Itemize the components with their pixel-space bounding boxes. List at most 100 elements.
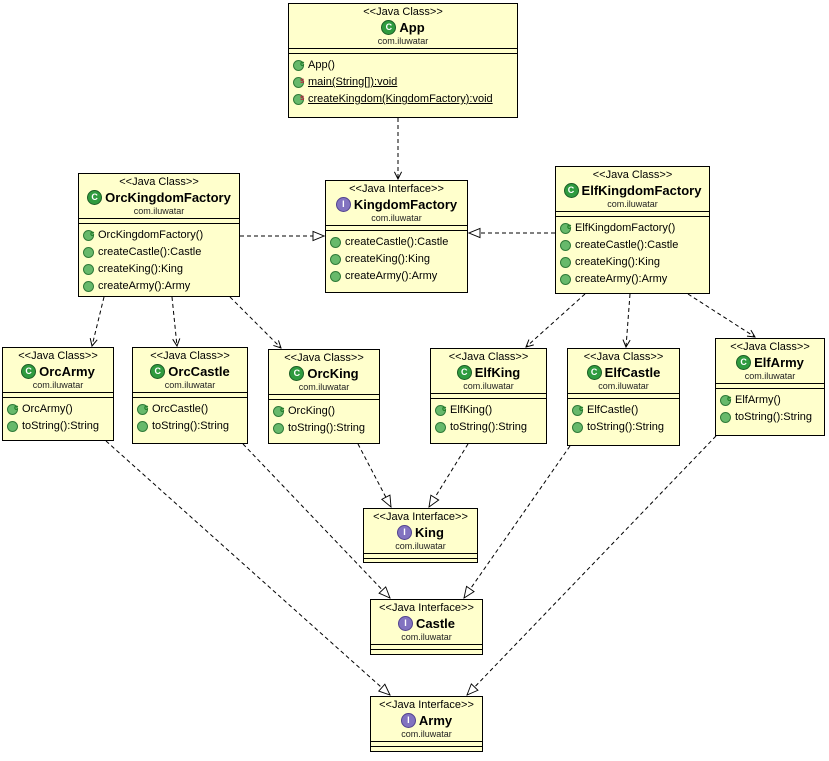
method-icon: c [435, 404, 446, 416]
stereotype: <<Java Interface>> [349, 183, 444, 195]
class-name: OrcArmy [39, 364, 95, 379]
fields-compartment [133, 392, 247, 397]
edge-dependency-OrcKingdomFactory-OrcArmy [92, 296, 105, 346]
method-icon [83, 281, 94, 292]
stereotype: <<Java Interface>> [373, 511, 468, 523]
method-icon: c [83, 229, 94, 241]
fields-compartment [431, 393, 546, 398]
stereotype: <<Java Class>> [448, 351, 529, 363]
interface-name: KingdomFactory [353, 197, 458, 212]
fields-compartment [371, 741, 482, 746]
stereotype: <<Java Class>> [150, 350, 230, 362]
method-icon [435, 422, 446, 433]
methods-compartment [364, 558, 477, 562]
interface-name: Castle [415, 616, 456, 631]
stereotype: <<Java Class>> [592, 169, 673, 181]
method-icon: c [572, 404, 583, 416]
package-name: com.iluwatar [133, 206, 185, 216]
methods-compartment: createCastle():Castle createKing():King … [326, 230, 467, 292]
method: toString():String [273, 420, 375, 437]
method: createKing():King [330, 251, 463, 268]
package-name: com.iluwatar [377, 36, 429, 46]
edge-dependency-ElfKingdomFactory-ElfCastle [626, 293, 630, 347]
method-icon [720, 412, 731, 423]
method-icon [330, 254, 341, 265]
package-name: com.iluwatar [32, 380, 84, 390]
method: createCastle():Castle [560, 237, 705, 254]
method: createCastle():Castle [330, 234, 463, 251]
edge-dependency-ElfKingdomFactory-ElfKing [526, 293, 586, 347]
class-name: ElfKingdomFactory [581, 183, 702, 198]
fields-compartment [556, 211, 709, 216]
package-name: com.iluwatar [598, 381, 649, 391]
stereotype: <<Java Class>> [363, 6, 443, 18]
method: createCastle():Castle [83, 244, 235, 261]
class-name: ElfArmy [754, 355, 804, 370]
method: toString():String [137, 418, 243, 435]
interface-icon: I [397, 616, 413, 631]
edge-realization-OrcArmy-Army [105, 440, 390, 695]
edge-realization-OrcKing-King [357, 443, 391, 507]
class-icon: C [150, 364, 166, 379]
method: createArmy():Army [83, 278, 235, 295]
interface-name: King [415, 525, 444, 540]
method: createArmy():Army [330, 268, 463, 285]
method-icon [560, 240, 571, 251]
method: createArmy():Army [560, 271, 705, 288]
method: createKing():King [560, 254, 705, 271]
package-name: com.iluwatar [607, 199, 658, 209]
method: toString():String [7, 418, 109, 435]
method: createKing():King [83, 261, 235, 278]
methods-compartment [371, 649, 482, 654]
method-icon [560, 274, 571, 285]
class-icon: C [289, 366, 305, 381]
method-icon: c [560, 222, 571, 234]
class-name: OrcKing [307, 366, 359, 381]
stereotype: <<Java Interface>> [379, 602, 474, 614]
fields-compartment [716, 383, 824, 388]
method-icon: c [137, 403, 148, 415]
method-icon [560, 257, 571, 268]
interface-icon: I [397, 525, 413, 540]
edge-dependency-ElfKingdomFactory-ElfArmy [687, 293, 755, 337]
class-icon: C [456, 365, 472, 380]
method: toString():String [720, 409, 820, 426]
package-name: com.iluwatar [395, 541, 446, 551]
class-name: OrcKingdomFactory [105, 190, 231, 205]
method-icon: c [273, 405, 284, 417]
method-icon: s [293, 93, 304, 105]
interface-icon: I [335, 197, 351, 212]
method-icon [137, 421, 148, 432]
method-icon: s [293, 76, 304, 88]
method-icon: c [293, 59, 304, 71]
fields-compartment [79, 218, 239, 223]
